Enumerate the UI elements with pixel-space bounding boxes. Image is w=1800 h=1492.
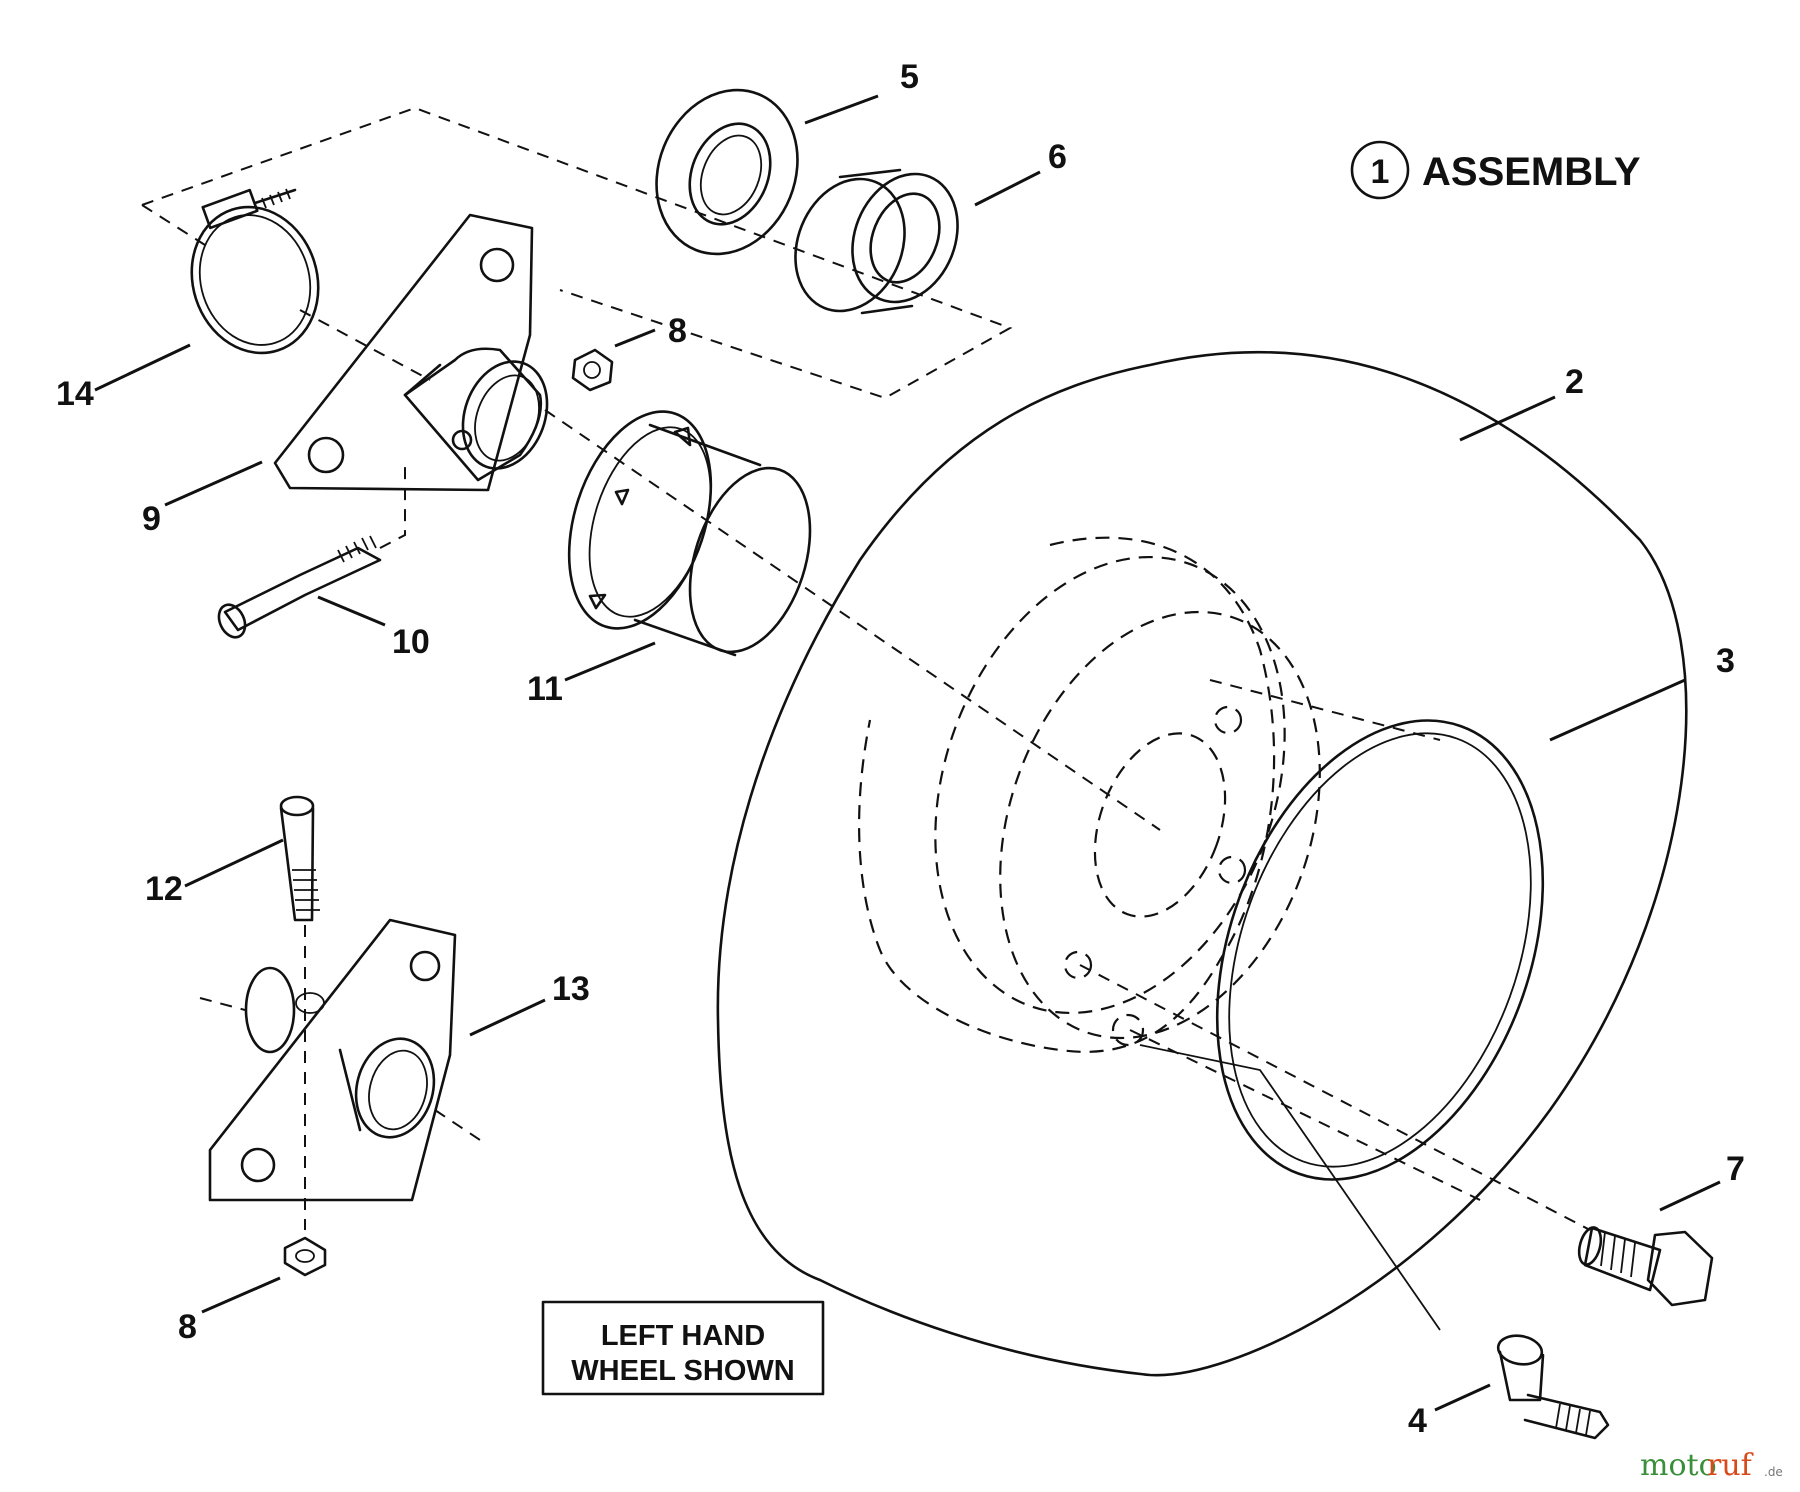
watermark-logo: moto ruf .de — [1640, 1448, 1783, 1483]
hidden-rim-outline — [858, 536, 1591, 1231]
wheel-bolt — [1577, 1226, 1714, 1307]
axle-centerline — [544, 409, 1161, 831]
callout-3: 3 — [1716, 642, 1735, 680]
assembly-title: 1 ASSEMBLY — [1350, 140, 1641, 200]
hose-clamp — [190, 188, 320, 355]
note-line-1: LEFT HAND — [601, 1320, 765, 1352]
hex-nut-upper — [571, 348, 614, 392]
note-line-2: WHEEL SHOWN — [571, 1355, 794, 1387]
valve-stem — [1496, 1334, 1610, 1440]
wheel-rim — [1215, 719, 1545, 1181]
assembly-number-circle — [1350, 140, 1410, 200]
hex-nut-lower — [283, 1236, 327, 1277]
bolt-upper — [217, 460, 406, 639]
watermark-suffix: .de — [1764, 1465, 1783, 1479]
callout-4: 4 — [1408, 1402, 1427, 1440]
callout-5: 5 — [900, 58, 919, 96]
callout-6: 6 — [1048, 138, 1067, 176]
callout-7: 7 — [1726, 1150, 1745, 1188]
clamp-alignment-line — [299, 309, 431, 381]
tire — [716, 350, 1688, 1377]
callout-9: 9 — [142, 500, 161, 538]
callout-8-bottom: 8 — [178, 1308, 197, 1346]
callout-2: 2 — [1565, 363, 1584, 401]
watermark-part-2: ruf — [1707, 1448, 1754, 1483]
callout-14: 14 — [56, 375, 94, 413]
assembly-number: 1 — [1371, 153, 1390, 191]
callout-11: 11 — [527, 670, 563, 708]
callout-10: 10 — [392, 623, 430, 661]
hub-cap — [567, 410, 812, 657]
bolt-lower — [279, 795, 320, 1230]
mounting-bracket-upper — [273, 213, 549, 492]
left-hand-wheel-note: LEFT HAND WHEEL SHOWN — [541, 1300, 825, 1396]
callout-12: 12 — [145, 870, 183, 908]
leader-lines — [94, 94, 1721, 1412]
bushing — [794, 168, 959, 315]
watermark-part-1: moto — [1640, 1448, 1717, 1483]
assembly-label: ASSEMBLY — [1422, 150, 1641, 194]
callout-13: 13 — [552, 970, 590, 1008]
explode-outline-upper — [141, 106, 1013, 400]
mounting-bracket-lower — [199, 918, 481, 1202]
bearing-ring — [655, 88, 799, 256]
valve-stem-path — [1139, 1044, 1441, 1331]
callout-8-top: 8 — [668, 312, 687, 350]
